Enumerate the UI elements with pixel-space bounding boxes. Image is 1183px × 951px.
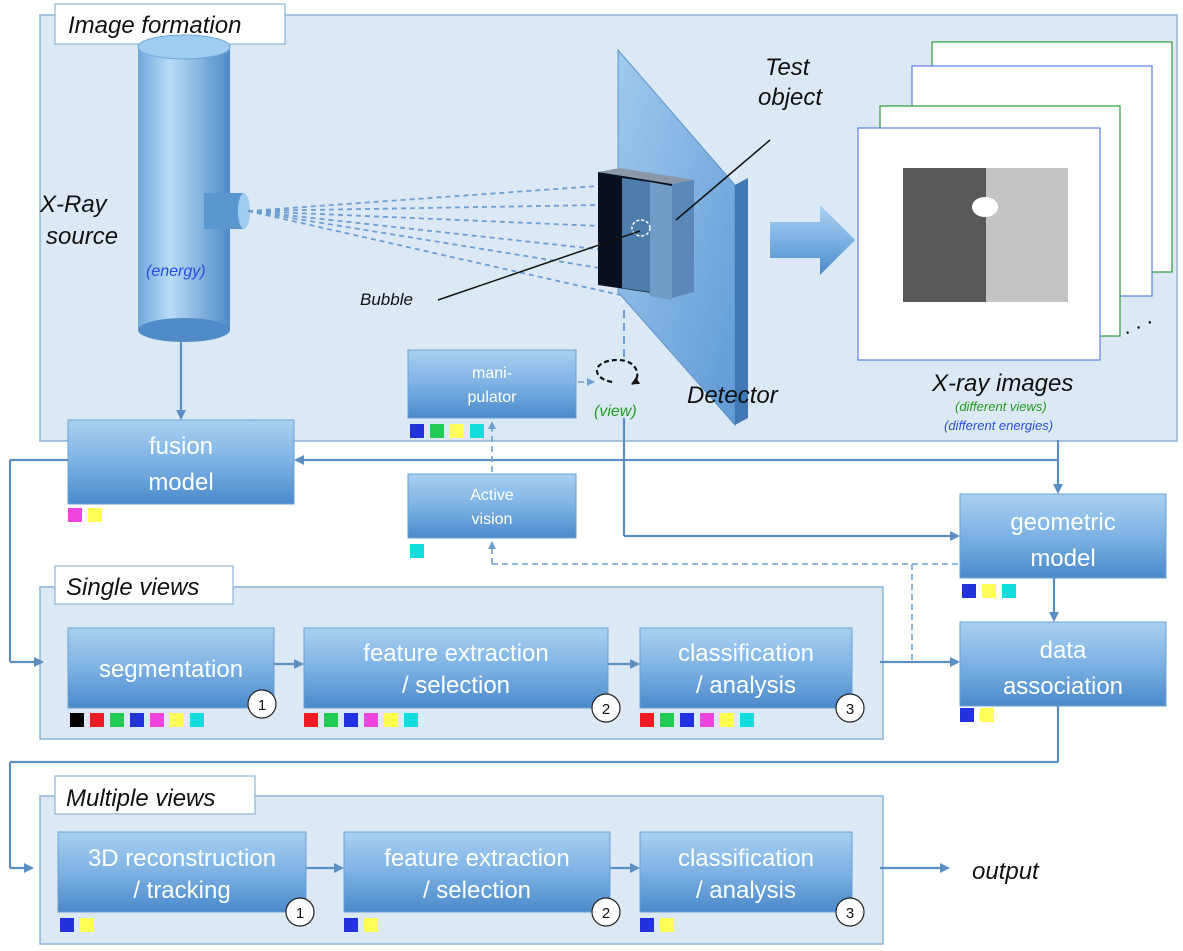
fusion-model-box bbox=[67, 419, 295, 505]
xray-source-icon bbox=[137, 34, 250, 342]
svg-text:2: 2 bbox=[602, 701, 610, 718]
different-views-label: (different views) bbox=[955, 399, 1047, 414]
feature-extraction-box-multi bbox=[343, 831, 611, 913]
connectors bbox=[8, 342, 1063, 873]
fusion-model-label-2: model bbox=[148, 469, 213, 496]
svg-text:1: 1 bbox=[258, 697, 266, 714]
xray-beams bbox=[247, 185, 621, 296]
image-formation-title: Image formation bbox=[68, 12, 241, 39]
step-badge-seg: 1 bbox=[247, 689, 277, 719]
manipulator-label: mani- bbox=[472, 365, 512, 382]
analysis-label-single: / analysis bbox=[696, 672, 796, 699]
xray-images-label: X-ray images bbox=[931, 370, 1073, 397]
feature-extraction-label-multi: feature extraction bbox=[384, 845, 569, 872]
step-badge-cls-single: 3 bbox=[835, 693, 865, 723]
step-badge-fe-multi: 2 bbox=[591, 897, 621, 927]
swatches-reconstruction bbox=[60, 918, 94, 932]
test-object bbox=[598, 168, 694, 300]
big-arrow bbox=[770, 205, 855, 275]
fusion-model-label: fusion bbox=[149, 433, 213, 460]
manipulator-label-2: pulator bbox=[468, 389, 518, 406]
active-vision-label-2: vision bbox=[472, 511, 513, 528]
manipulator-box bbox=[407, 349, 577, 419]
detector-label: Detector bbox=[687, 382, 779, 409]
analysis-label-multi: / analysis bbox=[696, 877, 796, 904]
classification-box-multi bbox=[639, 831, 853, 913]
swatches-classification-multi bbox=[640, 918, 674, 932]
selection-label-single: / selection bbox=[402, 672, 510, 699]
test-object-label-2: object bbox=[758, 84, 823, 111]
output-label: output bbox=[972, 858, 1040, 885]
data-association-label: data bbox=[1040, 637, 1087, 664]
different-energies-label: (different energies) bbox=[944, 418, 1053, 433]
rotation-icon bbox=[595, 358, 641, 385]
multiple-views-title: Multiple views bbox=[66, 785, 215, 812]
step-badge-rec: 1 bbox=[285, 897, 315, 927]
swatches-feature-single bbox=[304, 713, 418, 727]
bubble-label: Bubble bbox=[360, 290, 413, 309]
single-views-title: Single views bbox=[66, 574, 199, 601]
view-label: (view) bbox=[594, 403, 637, 420]
segmentation-box bbox=[67, 627, 275, 709]
swatches-fusion bbox=[68, 508, 102, 522]
tracking-label: / tracking bbox=[133, 877, 230, 904]
test-object-pointer bbox=[675, 139, 771, 221]
swatches-active-vision bbox=[410, 544, 424, 558]
active-vision-box bbox=[407, 473, 577, 539]
swatches-segmentation bbox=[70, 713, 204, 727]
multiple-views-tab bbox=[54, 775, 256, 815]
feature-extraction-label-single: feature extraction bbox=[363, 640, 548, 667]
test-object-label: Test bbox=[765, 54, 811, 81]
active-vision-label: Active bbox=[470, 487, 514, 504]
energy-label: (energy) bbox=[146, 263, 206, 280]
feature-extraction-box-single bbox=[303, 627, 609, 709]
geometric-model-label-2: model bbox=[1030, 545, 1095, 572]
svg-text:3: 3 bbox=[846, 905, 854, 922]
svg-text:1: 1 bbox=[296, 905, 304, 922]
swatches-feature-multi bbox=[344, 918, 378, 932]
single-views-tab bbox=[54, 565, 234, 605]
dashed-connectors bbox=[488, 378, 958, 660]
reconstruction-box bbox=[57, 831, 307, 913]
data-association-label-2: association bbox=[1003, 673, 1123, 700]
geometric-model-label: geometric bbox=[1010, 509, 1115, 536]
segmentation-label: segmentation bbox=[99, 656, 243, 683]
xray-source-label-2: source bbox=[46, 223, 118, 250]
step-badge-cls-multi: 3 bbox=[835, 897, 865, 927]
classification-label-single: classification bbox=[678, 640, 814, 667]
step-badge-fe-single: 2 bbox=[591, 693, 621, 723]
swatches-data-association bbox=[960, 708, 994, 722]
data-association-box bbox=[959, 621, 1167, 707]
svg-text:2: 2 bbox=[602, 905, 610, 922]
classification-label-multi: classification bbox=[678, 845, 814, 872]
classification-box-single bbox=[639, 627, 853, 709]
swatches-manipulator bbox=[410, 424, 484, 438]
bubble-pointer bbox=[437, 230, 641, 301]
selection-label-multi: / selection bbox=[423, 877, 531, 904]
reconstruction-label: 3D reconstruction bbox=[88, 845, 276, 872]
geometric-model-box bbox=[959, 493, 1167, 579]
xray-source-label: X-Ray bbox=[39, 191, 109, 218]
svg-text:3: 3 bbox=[846, 701, 854, 718]
swatches-geometric bbox=[962, 584, 1016, 598]
swatches-classification-single bbox=[640, 713, 754, 727]
xray-image-stack bbox=[857, 41, 1173, 361]
